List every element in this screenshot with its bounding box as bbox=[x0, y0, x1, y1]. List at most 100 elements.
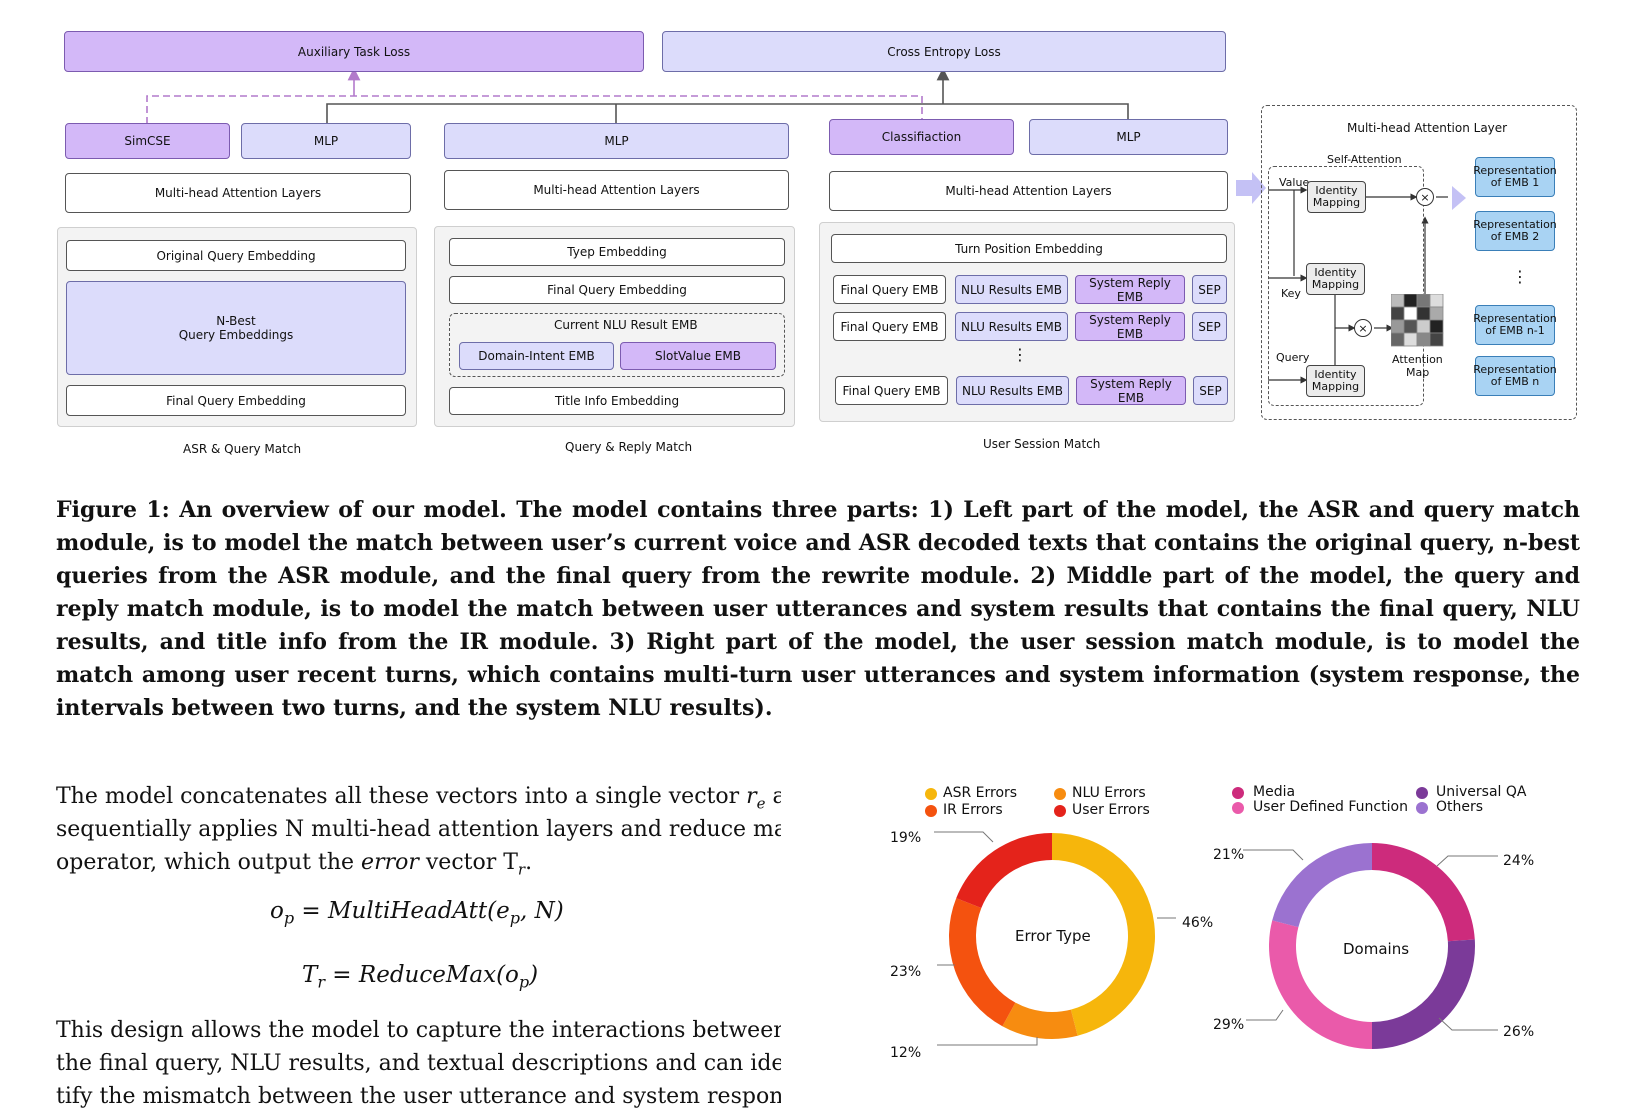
self-attention-label: Self-Attention bbox=[1327, 153, 1402, 166]
us-nlu-results-emb: NLU Results EMB bbox=[955, 312, 1068, 341]
attention-map-label-2: Map bbox=[1406, 366, 1430, 379]
mha-title: Multi-head Attention Layer bbox=[1347, 121, 1508, 135]
chart1-label-asr: 46% bbox=[1182, 915, 1214, 931]
legend-dot-nlu bbox=[1054, 788, 1066, 800]
us-module-title: User Session Match bbox=[983, 437, 1101, 451]
identity-mapping-query: Identity Mapping bbox=[1306, 365, 1365, 397]
donut-slice-1-1 bbox=[1372, 939, 1475, 1049]
donut-slice-1-0 bbox=[1372, 843, 1475, 942]
qr-attention-layers: Multi-head Attention Layers bbox=[444, 170, 789, 210]
identity-l2: Mapping bbox=[1311, 380, 1360, 393]
diagram-connectors bbox=[146, 67, 1466, 384]
chart2-label-udf: 29% bbox=[1213, 1017, 1245, 1033]
query-label: Query bbox=[1276, 351, 1310, 364]
rep-label-1: Representation bbox=[1473, 312, 1557, 325]
eq1-lhs-sub: p bbox=[283, 908, 295, 928]
us-sep: SEP bbox=[1192, 275, 1227, 304]
identity-l2: Mapping bbox=[1312, 196, 1361, 209]
chart2-label-others: 21% bbox=[1213, 847, 1245, 863]
para1-line3-c: vector T bbox=[418, 850, 518, 875]
rep-label-2: of EMB 1 bbox=[1490, 176, 1540, 189]
legend-asr-errors: ASR Errors bbox=[943, 785, 1018, 801]
legend-others: Others bbox=[1436, 799, 1484, 815]
us-mlp-box: MLP bbox=[1029, 119, 1228, 155]
identity-mapping-value: Identity Mapping bbox=[1307, 181, 1366, 213]
identity-mapping-key: Identity Mapping bbox=[1306, 263, 1365, 295]
donut-slice-1-2 bbox=[1269, 920, 1372, 1049]
legend-ir-errors: IR Errors bbox=[943, 802, 1003, 818]
legend-media: Media bbox=[1253, 784, 1296, 800]
var-t-sub: r bbox=[517, 860, 526, 879]
legend-universal-qa: Universal QA bbox=[1436, 784, 1527, 800]
cross-entropy-loss: Cross Entropy Loss bbox=[662, 31, 1226, 72]
auxiliary-task-loss: Auxiliary Task Loss bbox=[64, 31, 644, 72]
representation-emb-2: Representation of EMB 2 bbox=[1473, 211, 1557, 251]
us-final-query-emb: Final Query EMB bbox=[833, 312, 946, 341]
para1-line2: sequentially applies N multi-head attent… bbox=[56, 817, 781, 842]
para1-line1-text: The model concatenates all these vectors… bbox=[56, 784, 747, 809]
us-system-reply-emb: System Reply EMB bbox=[1076, 376, 1186, 405]
donut-slice-0-0 bbox=[1052, 833, 1156, 1036]
qr-module-title: Query & Reply Match bbox=[565, 440, 693, 454]
leader-line-6 bbox=[1246, 1009, 1284, 1021]
figure-caption: Figure 1: An overview of our model. The … bbox=[56, 497, 1580, 721]
rep-label-2: of EMB n bbox=[1490, 375, 1540, 388]
title-info-embedding: Title Info Embedding bbox=[449, 387, 785, 415]
nlu-result-group bbox=[449, 313, 785, 377]
identity-l1: Identity bbox=[1314, 266, 1357, 279]
us-final-query-emb: Final Query EMB bbox=[835, 376, 948, 405]
nbest-label-line2: Query Embeddings bbox=[178, 328, 294, 342]
slotvalue-emb: SlotValue EMB bbox=[620, 342, 776, 370]
qr-final-query-embedding: Final Query Embedding bbox=[449, 276, 785, 304]
chart2-center-title: Domains bbox=[1343, 940, 1410, 958]
nlu-result-group-label: Current NLU Result EMB bbox=[554, 318, 698, 332]
leader-line-7 bbox=[1243, 849, 1304, 861]
para1-line1: The model concatenates all these vectors… bbox=[56, 780, 781, 820]
identity-l2: Mapping bbox=[1311, 278, 1360, 291]
asr-final-query-embedding: Final Query Embedding bbox=[66, 385, 406, 416]
donut-svg bbox=[934, 831, 1498, 1049]
legend-dot-others bbox=[1416, 802, 1428, 814]
type-embedding: Tyep Embedding bbox=[449, 238, 785, 266]
us-nlu-results-emb: NLU Results EMB bbox=[956, 376, 1069, 405]
para1-line3: operator, which output the error vector … bbox=[56, 846, 781, 886]
legend-user-errors: User Errors bbox=[1072, 802, 1150, 818]
turn-position-embedding: Turn Position Embedding bbox=[831, 234, 1227, 263]
donut-slice-0-2 bbox=[949, 898, 1016, 1027]
us-system-reply-emb: System Reply EMB bbox=[1075, 312, 1185, 341]
us-system-reply-emb: System Reply EMB bbox=[1075, 275, 1185, 304]
key-label: Key bbox=[1281, 287, 1301, 300]
var-r-sub: e bbox=[756, 794, 766, 813]
eq1-rhs-sub: p bbox=[509, 908, 520, 928]
eq1-rhs: = MultiHeadAtt(e bbox=[294, 898, 510, 924]
simcse-box: SimCSE bbox=[65, 123, 230, 159]
para1-line3-d: . bbox=[525, 850, 533, 875]
identity-l1: Identity bbox=[1315, 184, 1358, 197]
eq2-end: ) bbox=[529, 962, 539, 988]
attention-map-grid bbox=[1391, 294, 1444, 347]
value-label: Value bbox=[1279, 176, 1310, 189]
nbest-query-embeddings: N-Best Query Embeddings bbox=[66, 281, 406, 375]
us-nlu-results-emb: NLU Results EMB bbox=[955, 275, 1068, 304]
rep-label-2: of EMB 2 bbox=[1490, 230, 1540, 243]
rep-label-1: Representation bbox=[1473, 363, 1557, 376]
legend-dot-ir bbox=[925, 805, 937, 817]
legend-dot-media bbox=[1232, 787, 1244, 799]
chart2-label-media: 24% bbox=[1503, 853, 1535, 869]
representation-emb-n: Representation of EMB n bbox=[1473, 356, 1557, 396]
representation-emb-n-1: Representation of EMB n-1 bbox=[1473, 305, 1557, 345]
us-sep: SEP bbox=[1193, 376, 1228, 405]
us-vertical-dots: ⋮ bbox=[1012, 345, 1028, 364]
var-r: r bbox=[746, 784, 757, 809]
legend-dot-asr bbox=[925, 788, 937, 800]
legend-dot-universal-qa bbox=[1416, 787, 1428, 799]
legend-dot-udf bbox=[1232, 802, 1244, 814]
chart1-label-ir: 23% bbox=[890, 964, 922, 980]
rep-label-1: Representation bbox=[1473, 164, 1557, 177]
para1-line3-a: operator, which output the bbox=[56, 850, 362, 875]
classification-box: Classifiaction bbox=[829, 119, 1014, 155]
nbest-label-line1: N-Best bbox=[216, 314, 256, 328]
chart1-label-user: 19% bbox=[890, 830, 922, 846]
chart1-label-nlu: 12% bbox=[890, 1045, 922, 1061]
para2-line1: This design allows the model to capture … bbox=[56, 1018, 781, 1043]
